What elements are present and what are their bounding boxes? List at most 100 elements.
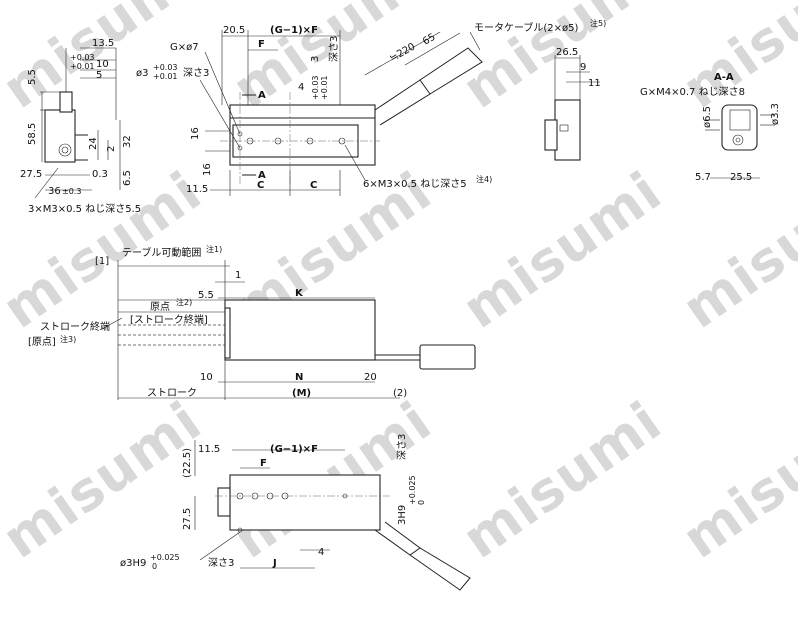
bottom-view-body <box>229 474 381 531</box>
left-end-view: 13.5 10 +0.03 +0.01 5 5.5 58.5 24 2 32 2… <box>20 38 141 215</box>
cable <box>374 79 431 126</box>
dim-4: 4 <box>298 82 304 93</box>
dim-32: 32 <box>122 135 133 148</box>
dim-n: N <box>295 372 303 383</box>
dim-3-3: ø3.3 <box>770 103 781 125</box>
end-view-table <box>59 91 73 113</box>
dim-25-5: 25.5 <box>730 172 752 183</box>
dim-5-5: 5.5 <box>27 69 38 85</box>
label-g-phi7: G×ø7 <box>170 42 199 53</box>
dim-20: 20 <box>364 372 377 383</box>
tol-phi3-lower: +0.01 <box>153 72 178 81</box>
origin-bracket: [原点] <box>28 336 56 348</box>
label-depth3: 深さ3 <box>183 67 209 79</box>
vert-depth3: 深さ3 <box>328 36 340 62</box>
dim-m: (M) <box>292 388 311 399</box>
3h9-label: 3H9 <box>397 505 408 525</box>
dim-26-5: 26.5 <box>556 47 578 58</box>
dim-220: ≒220 <box>388 41 417 64</box>
vert-tol-lower: +0.01 <box>320 75 329 100</box>
dim-20-5: 20.5 <box>223 25 245 36</box>
tol-lower: 0 <box>152 562 157 571</box>
dim-5-7: 5.7 <box>695 172 711 183</box>
top-thread-label: 6×M3×0.5 ねじ深さ5 <box>363 178 467 190</box>
watermark: misumi <box>671 159 798 340</box>
section-a-bottom: A <box>258 170 266 181</box>
dim-g1f: (G−1)×F <box>270 444 318 455</box>
dim-5: 5 <box>96 70 102 81</box>
dim-13-5: 13.5 <box>92 38 114 49</box>
end-view-bore <box>58 143 72 157</box>
tol-10-upper: +0.03 <box>70 53 95 62</box>
note5: 注5) <box>590 18 606 28</box>
cable-connector <box>419 47 483 95</box>
dim-27-5: 27.5 <box>20 169 42 180</box>
3h9-depth: 深さ3 <box>396 434 408 460</box>
dim-6-5: 6.5 <box>122 170 133 186</box>
mount-hole <box>338 137 346 145</box>
dim-22-5: (22.5) <box>182 448 193 478</box>
front-connector <box>419 344 476 370</box>
top-plan-view: 20.5 (G−1)×F F G×ø7 ø3 +0.03 +0.01 深さ3 A… <box>136 18 606 196</box>
section-a-top: A <box>258 90 266 101</box>
section-aa-body <box>721 104 758 151</box>
note3: 注3) <box>60 334 76 344</box>
tol-upper: +0.025 <box>150 553 180 562</box>
tol3-lower: 0 <box>417 500 426 505</box>
dim-11-5: 11.5 <box>186 184 208 195</box>
vert-tol-upper: +0.03 <box>311 75 320 100</box>
dim-f: F <box>258 39 265 50</box>
dim-4: 4 <box>318 547 324 558</box>
note1: 注1) <box>206 244 222 254</box>
depth3-label: 深さ3 <box>208 557 234 569</box>
left-thread-label: 3×M3×0.5 ねじ深さ5.5 <box>28 203 141 215</box>
end-view-body <box>44 109 76 163</box>
label-phi3: ø3 <box>136 68 148 79</box>
watermark: misumi <box>451 159 672 340</box>
dim-65: 65 <box>421 32 438 48</box>
mount-hole <box>274 137 282 145</box>
dim-1: 1 <box>235 270 241 281</box>
dim-5-5: 5.5 <box>198 290 214 301</box>
tol3-upper: +0.025 <box>408 475 417 505</box>
dim-16b: 16 <box>202 163 213 176</box>
dim-36: 36 <box>48 186 61 197</box>
watermark-layer: misumi misumi misumi misumi misumi misum… <box>0 0 798 571</box>
dim-c1: C <box>257 180 264 191</box>
watermark: misumi <box>671 0 798 121</box>
right-view-body <box>554 99 581 161</box>
right-end-view: 26.5 9 11 <box>544 47 601 161</box>
phi3h9-label: ø3H9 <box>120 558 146 569</box>
dim-10: 10 <box>200 372 213 383</box>
origin-label: 原点 <box>150 301 170 313</box>
bottom-cable <box>374 521 421 556</box>
dim-j: J <box>272 558 277 569</box>
stroke-label: ストローク <box>147 387 197 399</box>
front-view: [1] テーブル可動範囲 注1) 1 原点 注2) [ストローク終端] ストロー… <box>28 244 476 400</box>
dim-6-5: ø6.5 <box>702 106 713 128</box>
dim-9: 9 <box>580 62 586 73</box>
stroke-end-label: ストローク終端 <box>40 320 110 333</box>
dim-f: F <box>260 458 267 469</box>
dim-11: 11 <box>588 78 601 89</box>
watermark: misumi <box>671 389 798 570</box>
front-view-body <box>224 299 376 361</box>
dim-k: K <box>295 288 304 299</box>
tol-36: ±0.3 <box>62 187 81 196</box>
dim-58-5: 58.5 <box>27 123 38 145</box>
stroke-end-bracket: [ストローク終端] <box>130 313 208 326</box>
mount-hole <box>246 137 254 145</box>
dim-10: 10 <box>96 59 109 70</box>
note4: 注4) <box>476 174 492 184</box>
dim-g1f: (G−1)×F <box>270 25 318 36</box>
dim-11-5: 11.5 <box>198 444 220 455</box>
mount-hole <box>306 137 314 145</box>
note2: 注2) <box>176 297 192 307</box>
dim-0-3: 0.3 <box>92 169 108 180</box>
dim-2: (2) <box>393 388 407 399</box>
dim-24: 24 <box>88 137 99 150</box>
section-aa-title: A-A <box>714 72 734 83</box>
dim-2: 2 <box>106 146 117 152</box>
